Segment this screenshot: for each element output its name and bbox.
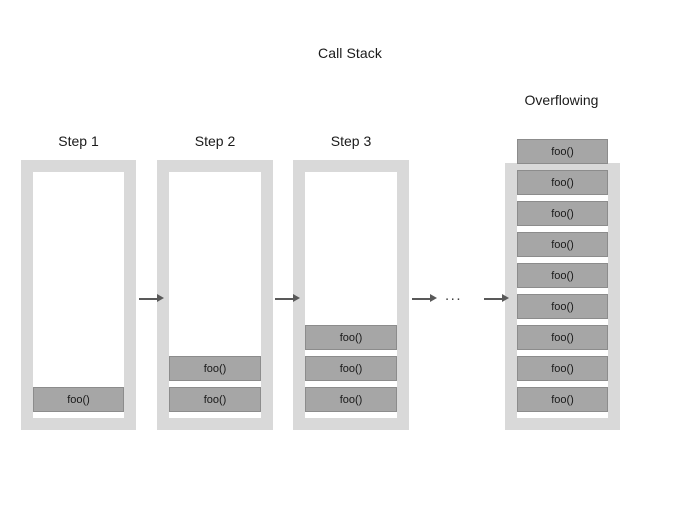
arrow-head-icon bbox=[293, 294, 300, 302]
arrow-step3-to-ellipsis bbox=[412, 293, 438, 305]
call-stack-step-2: foo() foo() bbox=[157, 160, 273, 430]
arrow-step2-to-step3 bbox=[275, 293, 301, 305]
stack-inner-step-3: foo() foo() foo() bbox=[305, 172, 397, 418]
stack-frame: foo() bbox=[517, 139, 608, 164]
stack-frame: foo() bbox=[517, 170, 608, 195]
column-label-step-2: Step 2 bbox=[194, 133, 236, 149]
stack-frame: foo() bbox=[517, 356, 608, 381]
stack-frame: foo() bbox=[169, 387, 261, 412]
call-stack-step-3: foo() foo() foo() bbox=[293, 160, 409, 430]
arrow-head-icon bbox=[157, 294, 164, 302]
arrow-step1-to-step2 bbox=[139, 293, 165, 305]
stack-frame: foo() bbox=[305, 325, 397, 350]
stack-inner-step-1: foo() bbox=[33, 172, 124, 418]
arrow-shaft-icon bbox=[484, 298, 504, 300]
ellipsis-indicator: ... bbox=[445, 287, 463, 304]
stack-frame: foo() bbox=[33, 387, 124, 412]
column-label-step-1: Step 1 bbox=[58, 133, 99, 149]
stack-frame: foo() bbox=[517, 325, 608, 350]
column-label-overflowing: Overflowing bbox=[524, 92, 599, 108]
stack-frame: foo() bbox=[305, 356, 397, 381]
arrow-ellipsis-to-overflowing bbox=[484, 293, 510, 305]
stack-frame: foo() bbox=[517, 387, 608, 412]
stack-inner-step-2: foo() foo() bbox=[169, 172, 261, 418]
arrow-shaft-icon bbox=[412, 298, 432, 300]
arrow-head-icon bbox=[502, 294, 509, 302]
stack-frame: foo() bbox=[517, 294, 608, 319]
arrow-head-icon bbox=[430, 294, 437, 302]
stack-inner-overflowing: foo() foo() foo() foo() foo() foo() foo() foo()… bbox=[517, 139, 608, 418]
page-title: Call Stack bbox=[317, 45, 383, 61]
stack-frame: foo() bbox=[305, 387, 397, 412]
stack-frame: foo() bbox=[517, 232, 608, 257]
arrow-shaft-icon bbox=[139, 298, 159, 300]
stack-frame: foo() bbox=[169, 356, 261, 381]
call-stack-step-1: foo() bbox=[21, 160, 136, 430]
call-stack-overflowing: foo() foo() foo() foo() foo() foo() foo() foo()… bbox=[505, 139, 620, 430]
stack-frame: foo() bbox=[517, 263, 608, 288]
column-label-step-3: Step 3 bbox=[330, 133, 372, 149]
arrow-shaft-icon bbox=[275, 298, 295, 300]
stack-frame: foo() bbox=[517, 201, 608, 226]
